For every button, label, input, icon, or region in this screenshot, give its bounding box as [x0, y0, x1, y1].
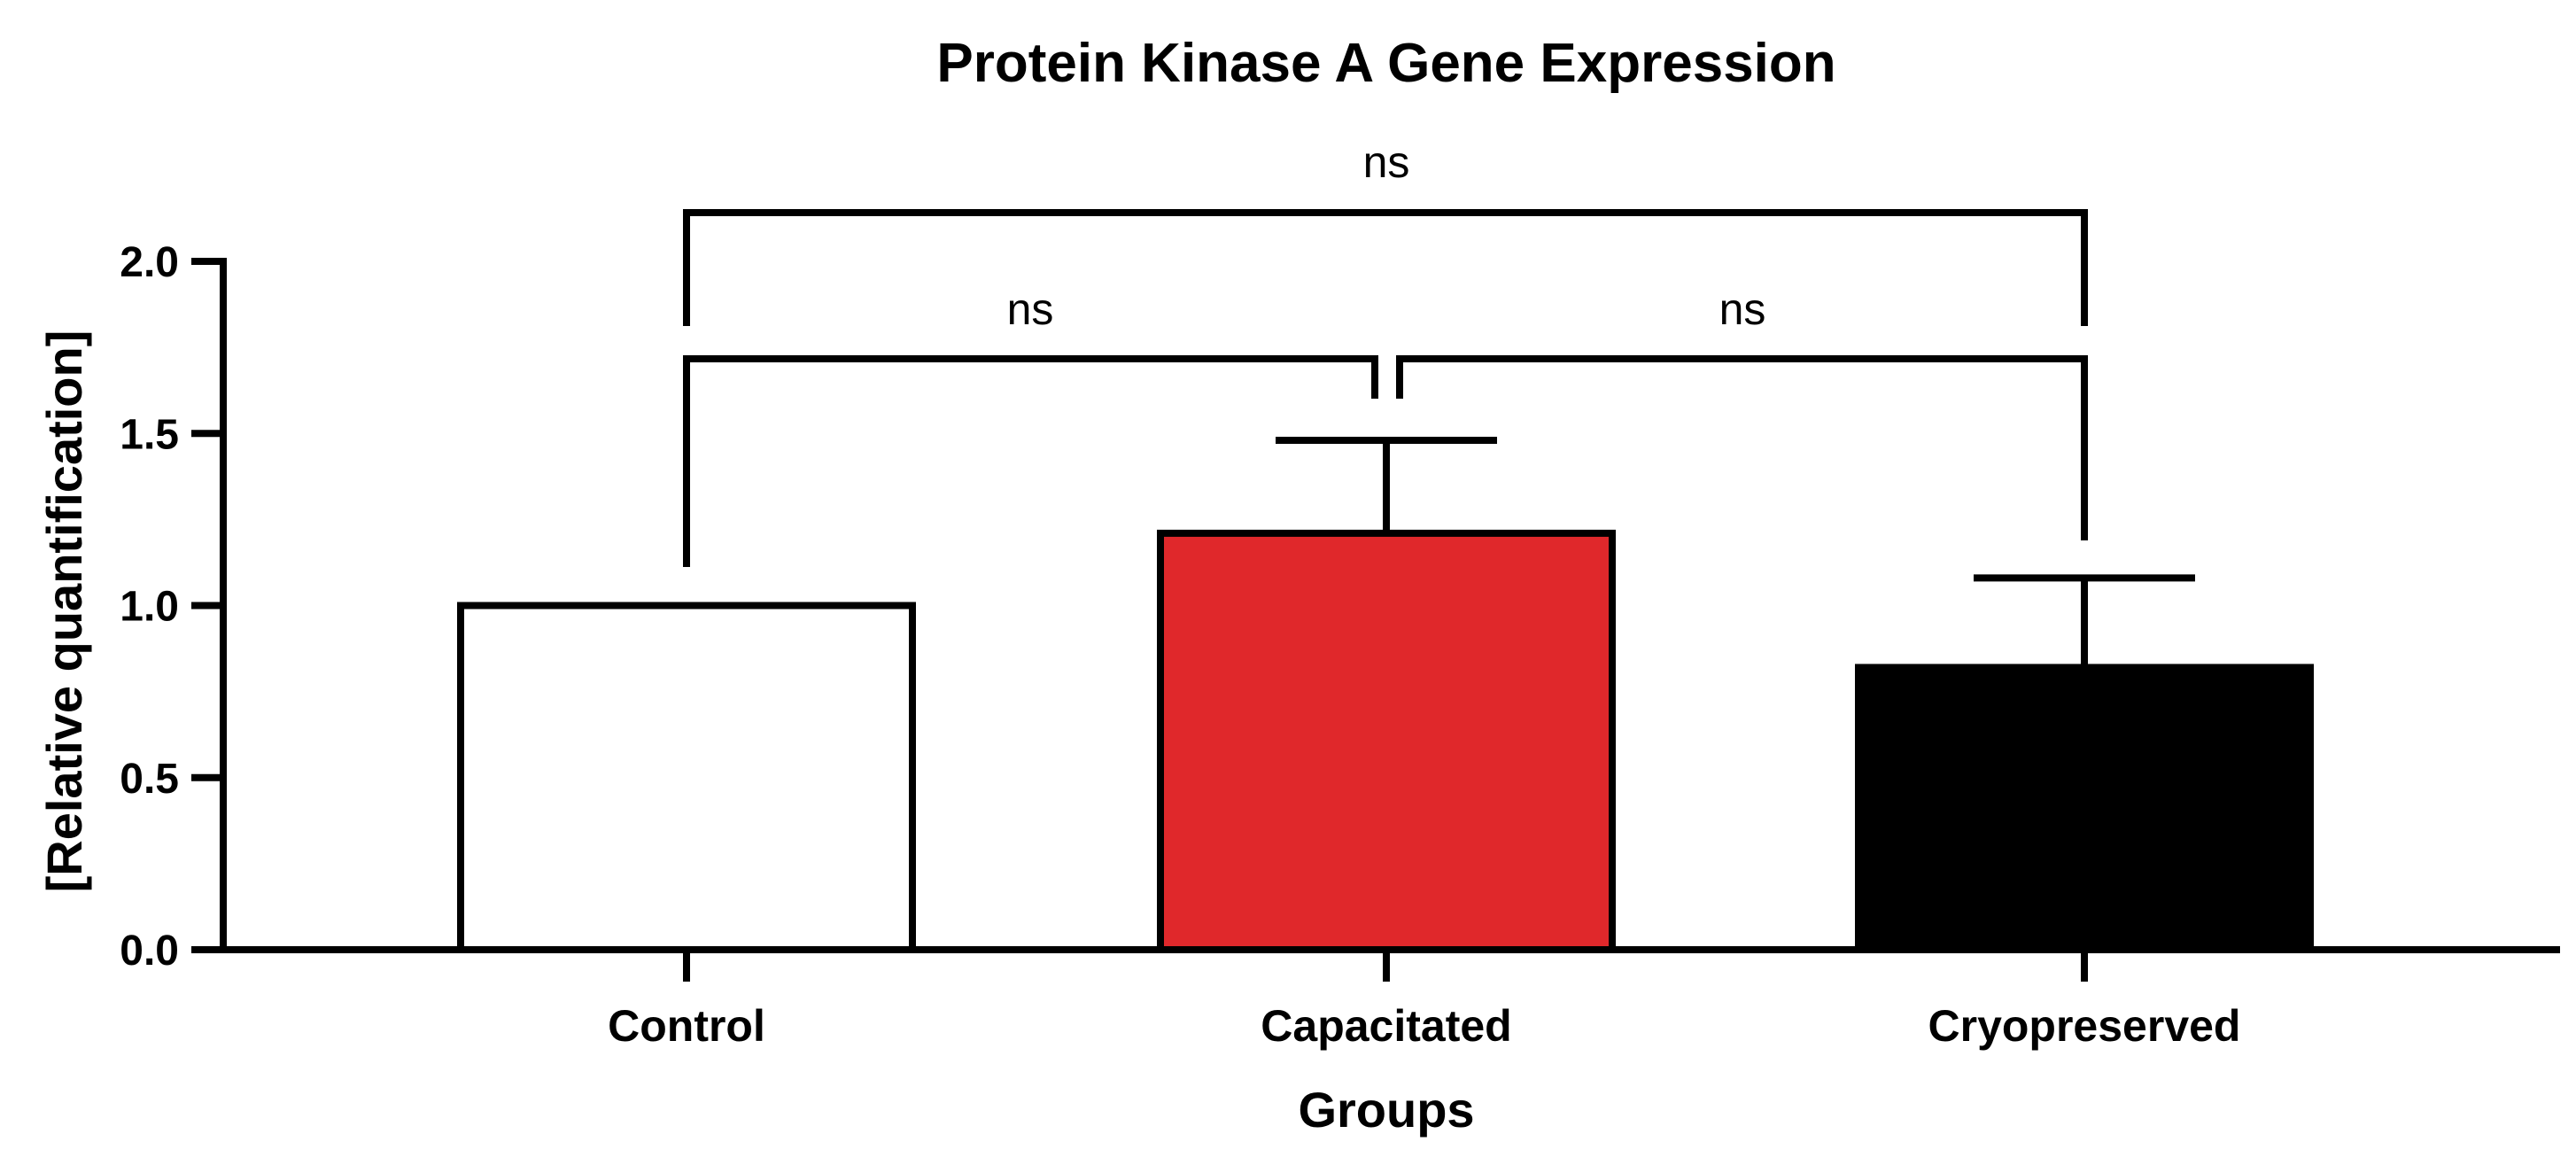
x-axis-label: Groups — [1298, 1082, 1474, 1138]
y-tick-label: 2.0 — [120, 239, 179, 286]
bar — [1157, 529, 1616, 953]
chart-title: Protein Kinase A Gene Expression — [936, 33, 1835, 94]
y-axis-label: [Relative quantification] — [36, 330, 92, 893]
significance-label: ns — [1007, 284, 1054, 334]
significance-bracket — [683, 209, 2088, 326]
y-tick-label: 1.0 — [120, 584, 179, 631]
x-tick-label: Cryopreserved — [1928, 1001, 2241, 1051]
plot-area: Control Capacitated Cryopreserved 0.0 0.5 1.0… — [120, 137, 2560, 1051]
significance-label: ns — [1363, 137, 1410, 187]
y-tick-label: 0.0 — [120, 928, 179, 975]
significance-bracket — [1396, 355, 2088, 540]
x-tick-label: Capacitated — [1261, 1001, 1511, 1051]
significance-label: ns — [1719, 284, 1766, 334]
y-tick-label: 0.5 — [120, 756, 179, 803]
x-tick-label: Control — [608, 1001, 765, 1051]
bar — [457, 602, 916, 953]
y-tick-label: 1.5 — [120, 411, 179, 458]
bar — [1855, 664, 2314, 953]
significance-bracket — [683, 355, 1378, 567]
